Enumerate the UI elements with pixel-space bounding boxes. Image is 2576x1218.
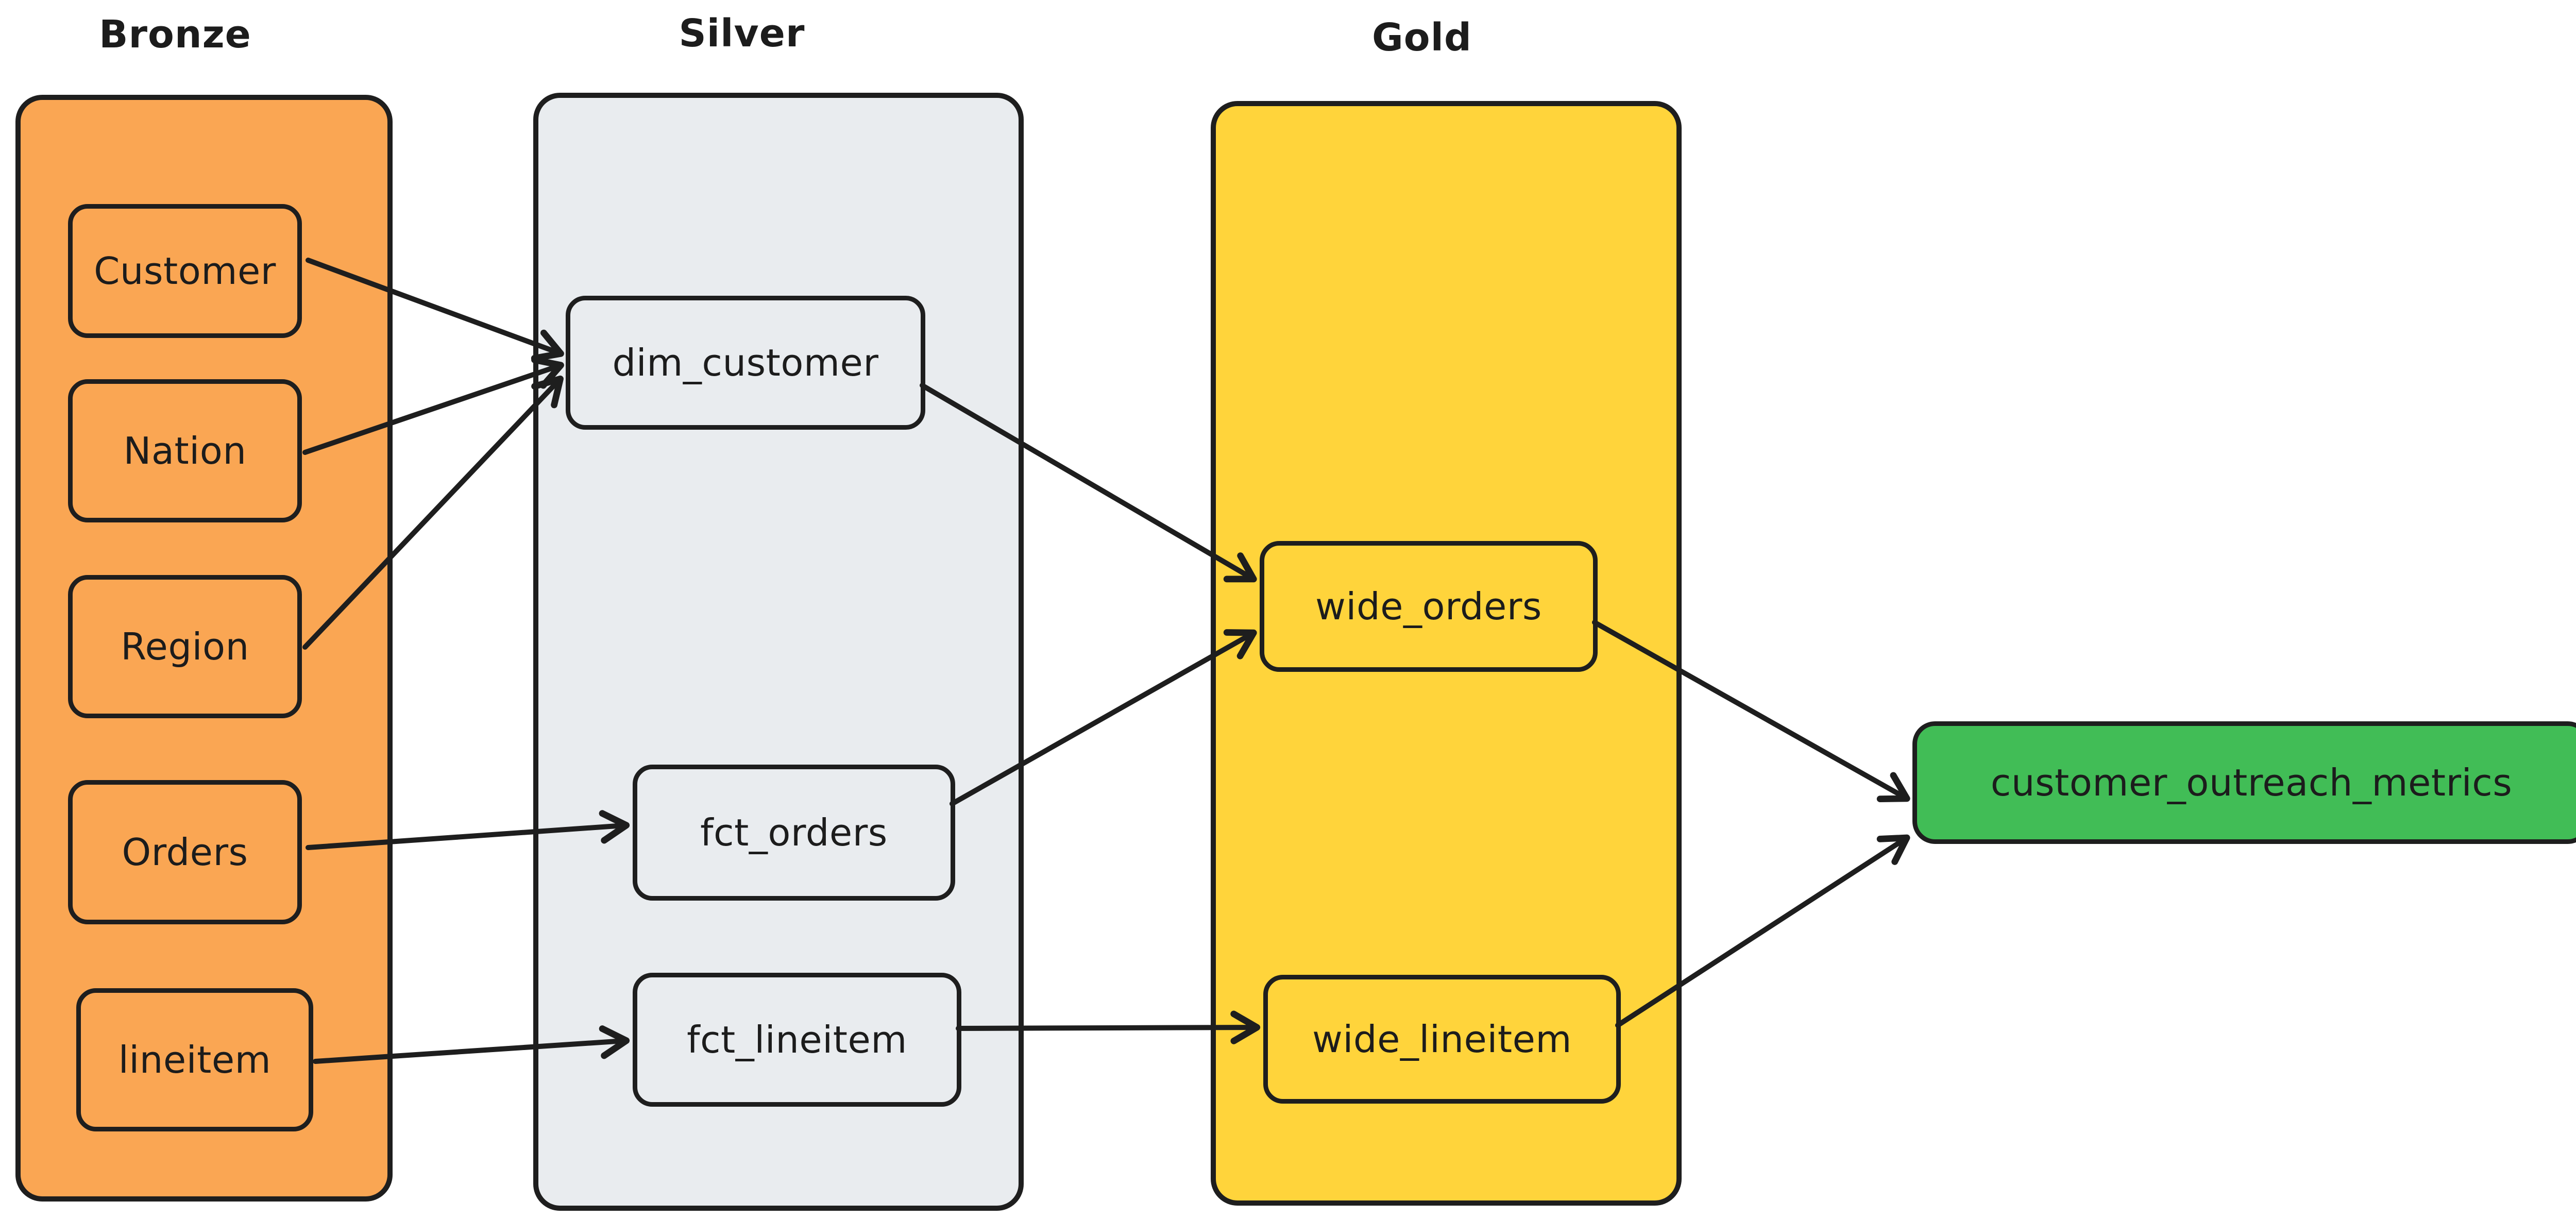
node-customer-outreach-metrics: customer_outreach_metrics: [1912, 721, 2576, 844]
bronze-layer-title: Bronze: [99, 12, 251, 57]
node-fct-orders: fct_orders: [633, 765, 955, 901]
node-wide-orders: wide_orders: [1260, 541, 1598, 672]
node-nation: Nation: [68, 379, 302, 522]
node-fct-lineitem: fct_lineitem: [633, 973, 961, 1107]
node-region: Region: [68, 575, 302, 718]
node-lineitem: lineitem: [76, 988, 313, 1131]
gold-layer-title: Gold: [1372, 15, 1472, 60]
node-dim-customer: dim_customer: [566, 296, 925, 430]
silver-layer-title: Silver: [679, 11, 805, 56]
node-orders: Orders: [68, 780, 302, 924]
node-wide-lineitem: wide_lineitem: [1263, 975, 1621, 1104]
node-customer: Customer: [68, 204, 302, 338]
